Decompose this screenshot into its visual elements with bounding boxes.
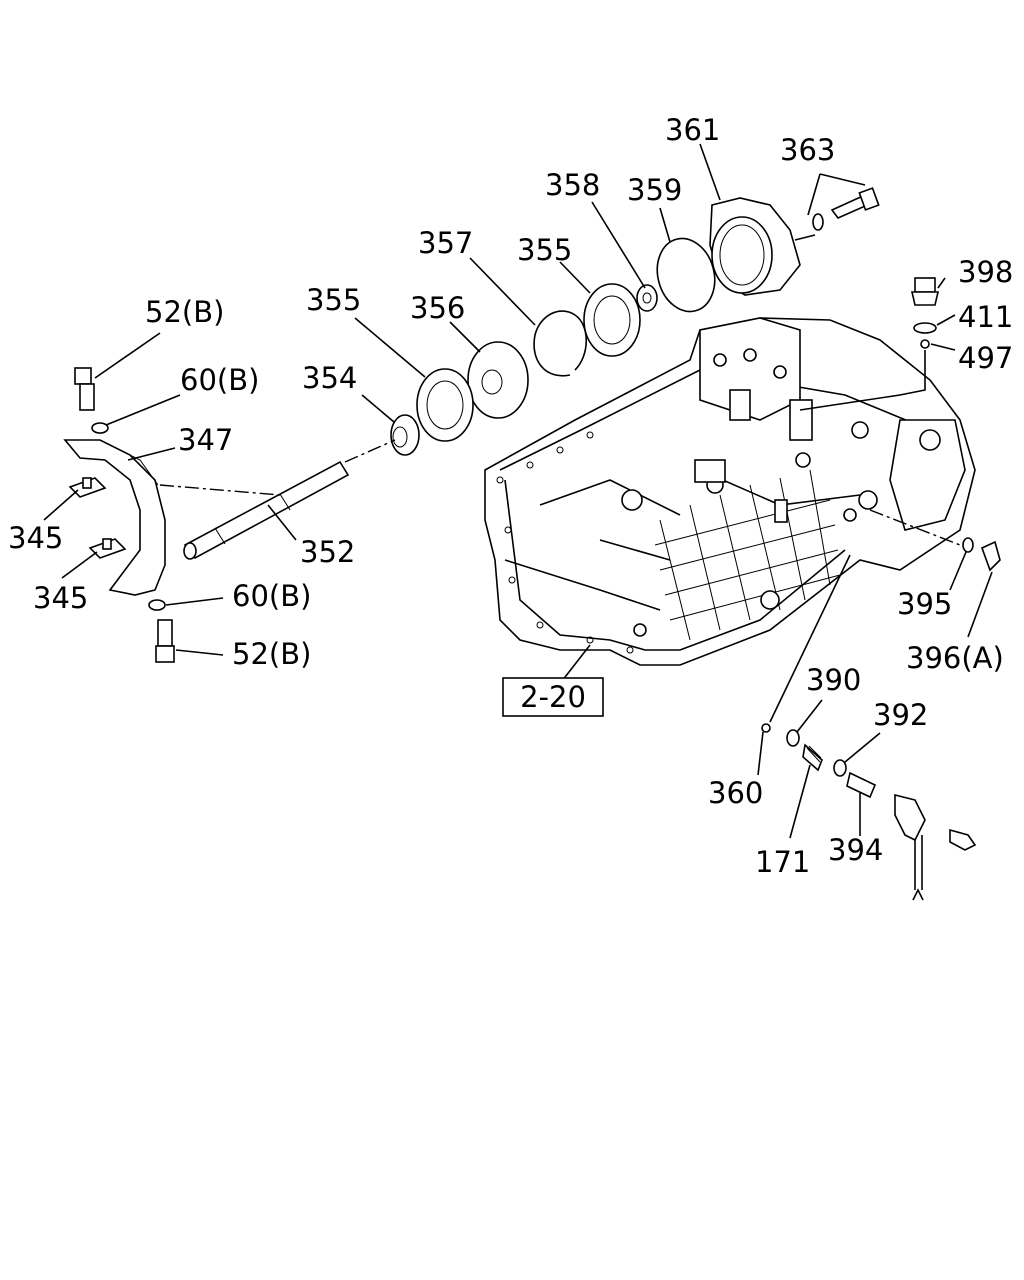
label-354: 354 xyxy=(302,361,357,395)
part-60b-washer-top xyxy=(91,422,109,434)
label-396a: 396(A) xyxy=(906,641,1004,675)
label-355-upper: 355 xyxy=(517,233,572,267)
part-355-seal-lower xyxy=(416,368,474,442)
part-361-housing xyxy=(709,197,816,296)
part-394-sensor xyxy=(846,771,977,901)
part-398-plug xyxy=(910,277,940,306)
part-347-fork xyxy=(63,439,166,596)
part-60b-washer-bottom xyxy=(148,599,166,611)
label-345-lower: 345 xyxy=(33,581,88,615)
part-52b-bolt-bottom xyxy=(155,619,175,663)
part-411-oring xyxy=(913,322,937,334)
part-396a-plug xyxy=(980,540,1001,572)
label-171: 171 xyxy=(755,845,810,879)
label-345-upper: 345 xyxy=(8,521,63,555)
label-60b-bottom: 60(B) xyxy=(232,579,311,613)
label-60b-top: 60(B) xyxy=(180,363,259,397)
part-355-seal-upper xyxy=(583,283,641,357)
part-359-oring xyxy=(656,237,716,313)
label-355-lower: 355 xyxy=(306,283,361,317)
part-345-pad-lower xyxy=(88,538,127,559)
label-363: 363 xyxy=(780,133,835,167)
part-171-switch xyxy=(802,743,823,772)
part-52b-bolt-top xyxy=(74,367,95,411)
label-411: 411 xyxy=(958,300,1013,334)
leader-lines xyxy=(43,143,993,839)
label-395: 395 xyxy=(897,587,952,621)
label-52b-bottom: 52(B) xyxy=(232,637,311,671)
label-390: 390 xyxy=(806,663,861,697)
label-358: 358 xyxy=(545,168,600,202)
reference-box-label: 2-20 xyxy=(520,680,586,714)
part-363-bolt xyxy=(812,187,880,231)
transmission-case xyxy=(484,317,976,666)
label-352: 352 xyxy=(300,535,355,569)
part-labels: 361 363 358 359 357 355 355 356 354 398 … xyxy=(8,113,1013,879)
part-352-shaft xyxy=(183,460,350,560)
part-357-snap-ring xyxy=(533,310,587,377)
part-497-ball xyxy=(920,339,930,349)
label-497: 497 xyxy=(958,341,1013,375)
part-395-oring xyxy=(962,537,974,553)
label-394: 394 xyxy=(828,833,883,867)
part-358-nut xyxy=(636,284,658,312)
label-392: 392 xyxy=(873,698,928,732)
part-392-oring xyxy=(833,759,847,777)
label-359: 359 xyxy=(627,173,682,207)
part-360-ball xyxy=(761,723,771,733)
label-356: 356 xyxy=(410,291,465,325)
label-361: 361 xyxy=(665,113,720,147)
part-354-bearing xyxy=(390,414,420,456)
label-357: 357 xyxy=(418,226,473,260)
part-345-pad-upper xyxy=(68,477,107,498)
part-390-oring xyxy=(786,729,800,747)
label-52b-top: 52(B) xyxy=(145,295,224,329)
part-356-plate xyxy=(467,341,529,419)
label-347: 347 xyxy=(178,423,233,457)
label-360: 360 xyxy=(708,776,763,810)
reference-box: 2-20 xyxy=(502,644,604,717)
label-398: 398 xyxy=(958,255,1013,289)
